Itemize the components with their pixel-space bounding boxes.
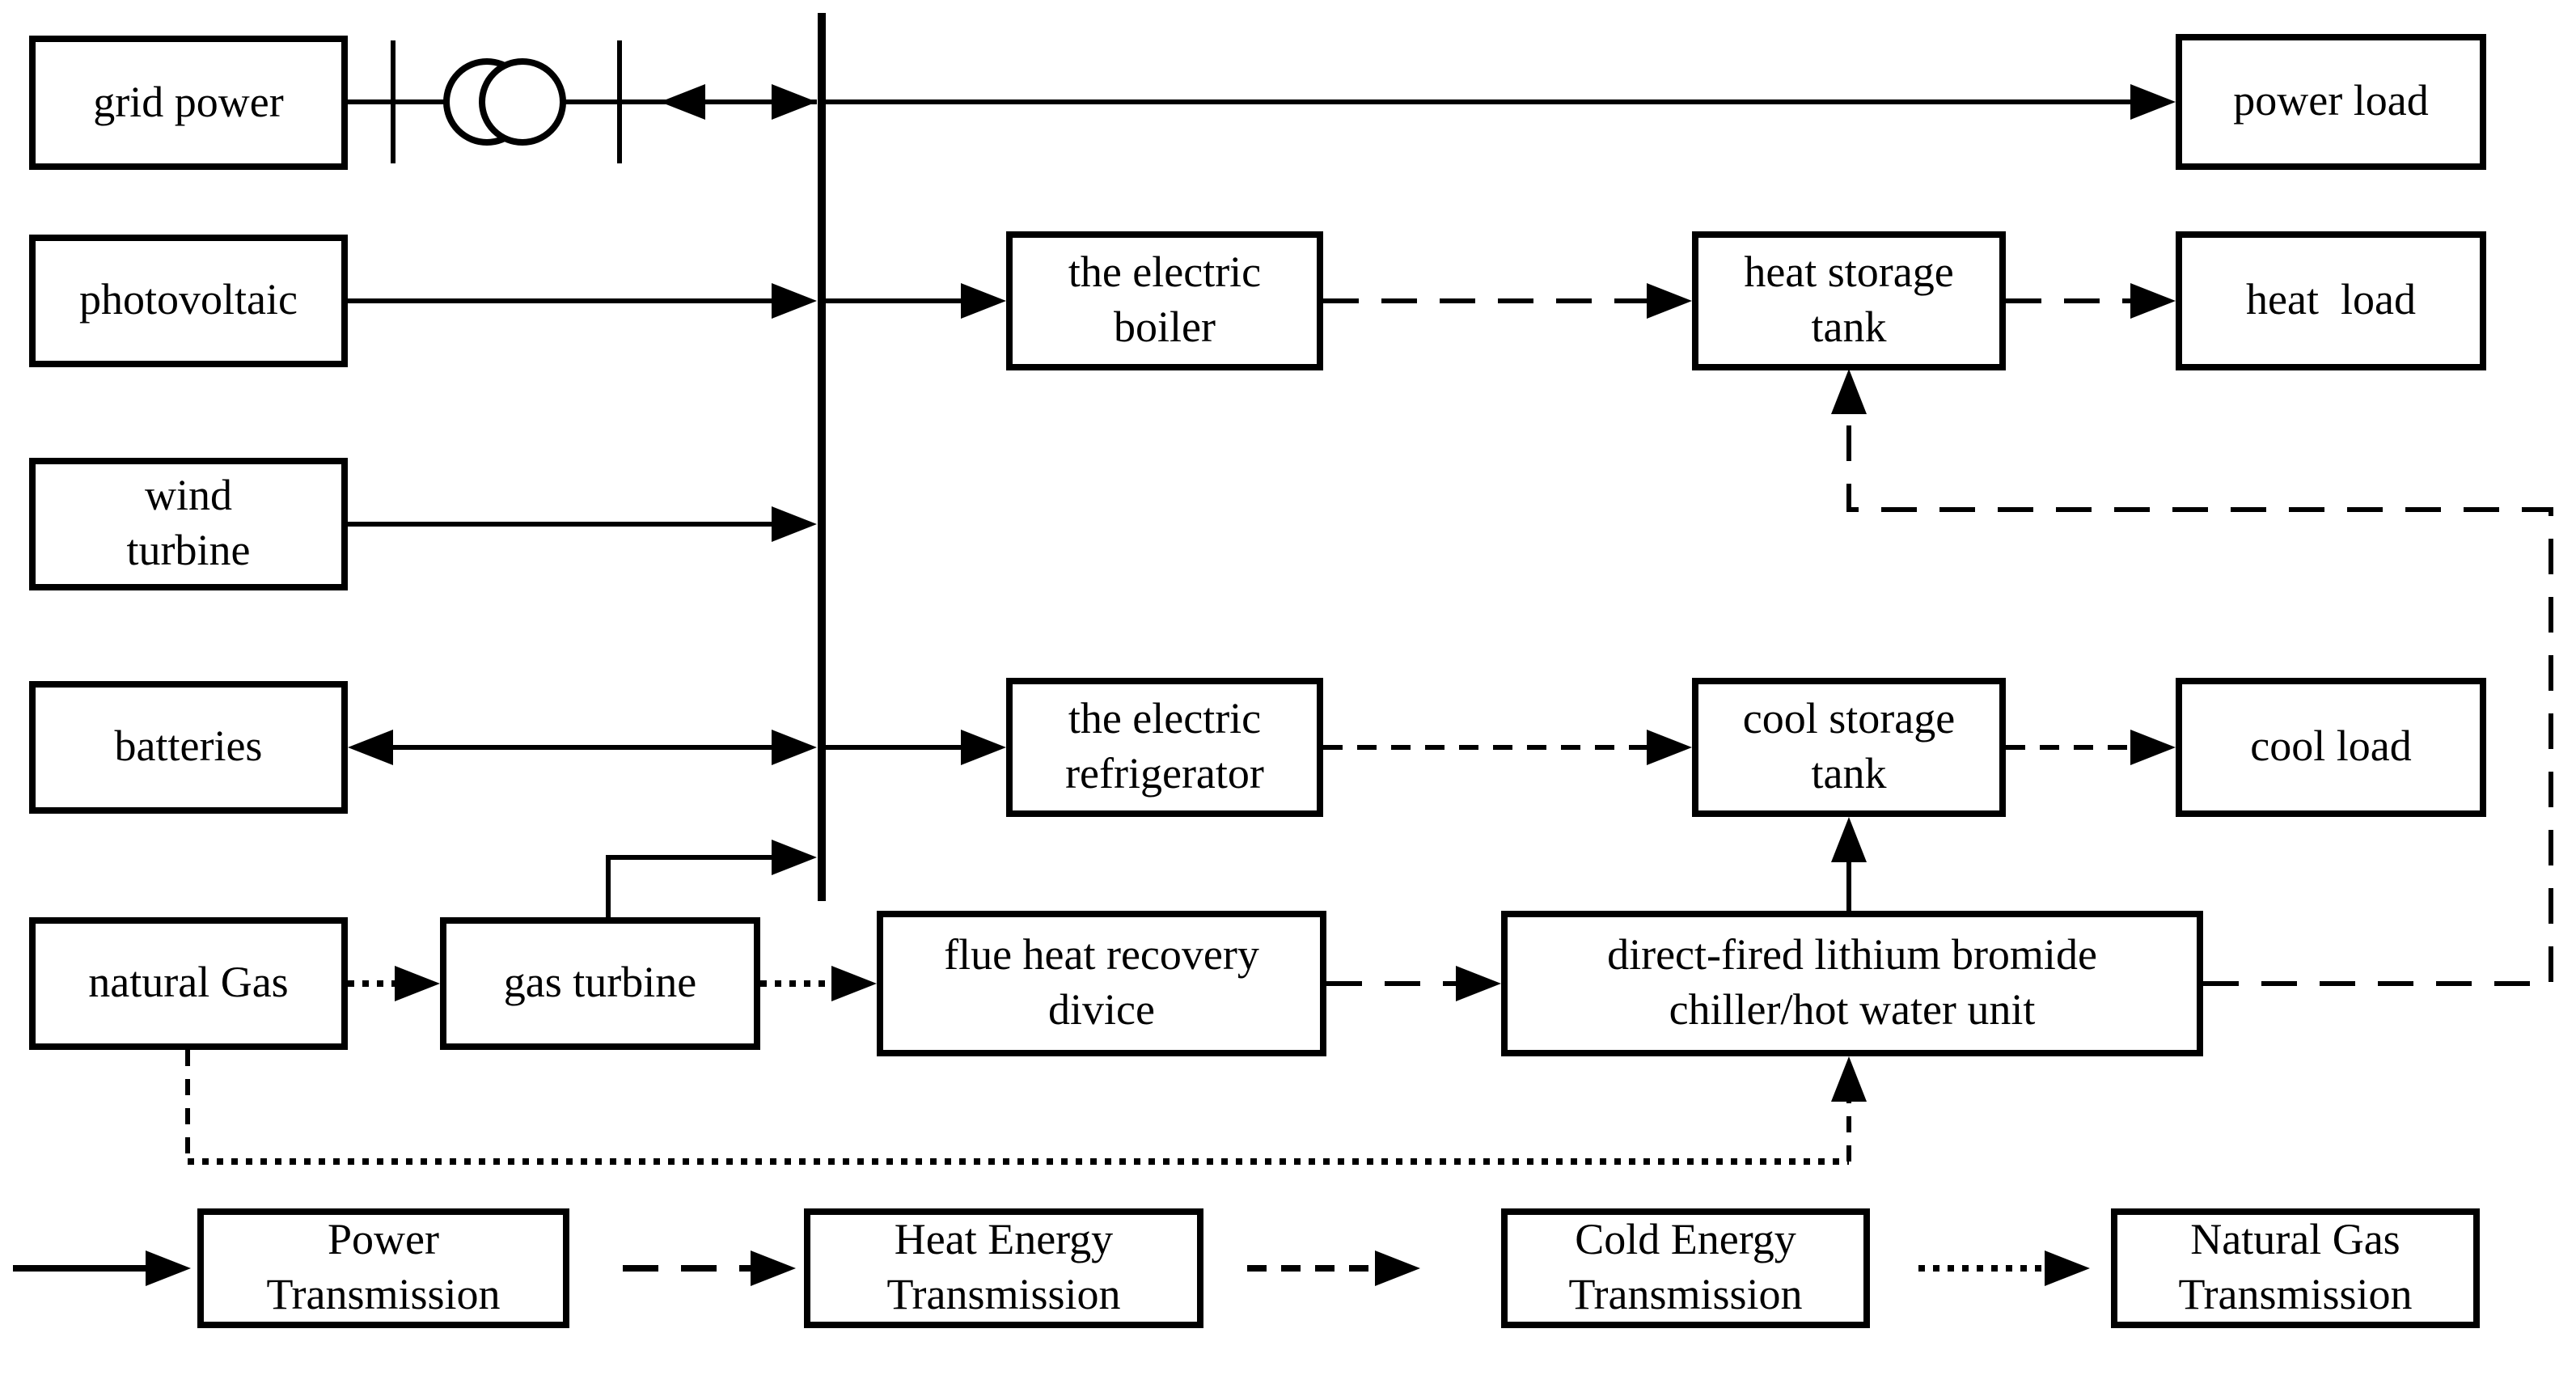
node-direct-fired-unit-label: direct-fired lithium bromide chiller/hot…	[1607, 930, 2097, 1035]
node-natural-gas-label: natural Gas	[88, 958, 289, 1007]
node-direct-fired-unit: direct-fired lithium bromide chiller/hot…	[1501, 911, 2203, 1056]
wire-natural-gas-to-gas-turbine	[348, 966, 440, 1001]
node-flue-heat-recovery: flue heat recovery divice	[877, 911, 1326, 1056]
legend-item-gas: Natural Gas Transmission	[2111, 1208, 2480, 1328]
wire-wind-turbine-to-bus	[348, 506, 817, 542]
node-photovoltaic-label: photovoltaic	[79, 275, 298, 324]
wire-boiler-to-heat-tank	[1323, 283, 1692, 319]
legend-item-cold: Cold Energy Transmission	[1501, 1208, 1870, 1328]
node-electric-boiler: the electric boiler	[1006, 231, 1323, 370]
legend-cold-arrow	[1247, 1250, 1420, 1286]
legend-item-heat: Heat Energy Transmission	[804, 1208, 1203, 1328]
node-grid-power: grid power	[29, 36, 348, 170]
wire-heat-tank-to-heat-load	[2006, 283, 2176, 319]
wire-gas-turbine-to-flue-device	[760, 966, 877, 1001]
node-wind-turbine-label: wind turbine	[126, 471, 251, 575]
node-cool-storage-tank-label: cool storage tank	[1742, 694, 1956, 798]
legend-item-gas-label: Natural Gas Transmission	[2178, 1215, 2413, 1319]
wire-cool-tank-to-cool-load	[2006, 730, 2176, 765]
legend-heat-arrow	[623, 1250, 796, 1286]
node-natural-gas: natural Gas	[29, 917, 348, 1050]
transformer-icon	[391, 40, 622, 163]
node-flue-heat-recovery-label: flue heat recovery divice	[944, 930, 1259, 1035]
wire-batteries-bus-bidirectional	[348, 730, 817, 765]
node-heat-storage-tank: heat storage tank	[1692, 231, 2006, 370]
node-electric-refrigerator: the electric refrigerator	[1006, 678, 1323, 817]
wire-direct-fired-to-heat-tank	[1831, 369, 2553, 986]
wire-gas-turbine-to-bus	[606, 840, 817, 917]
node-cool-storage-tank: cool storage tank	[1692, 678, 2006, 817]
node-cool-load-label: cool load	[2250, 722, 2412, 771]
node-grid-power-label: grid power	[93, 77, 284, 126]
node-wind-turbine: wind turbine	[29, 458, 348, 590]
node-batteries-label: batteries	[114, 722, 263, 771]
wire-bus-to-electric-boiler	[822, 283, 1006, 319]
wire-bus-to-power-load	[822, 84, 2176, 120]
node-batteries: batteries	[29, 681, 348, 814]
legend-item-cold-label: Cold Energy Transmission	[1568, 1215, 1803, 1319]
node-cool-load: cool load	[2176, 678, 2486, 817]
node-heat-load: heat load	[2176, 231, 2486, 370]
legend-gas-arrow	[1918, 1250, 2090, 1286]
node-electric-boiler-label: the electric boiler	[1068, 248, 1262, 352]
node-heat-load-label: heat load	[2246, 275, 2416, 324]
wire-natural-gas-to-direct-fired	[185, 1050, 1867, 1165]
node-heat-storage-tank-label: heat storage tank	[1744, 248, 1954, 352]
legend-item-power: Power Transmission	[197, 1208, 569, 1328]
wire-photovoltaic-to-bus	[348, 283, 817, 319]
wire-direct-fired-to-cool-tank	[1831, 817, 1867, 911]
legend-item-power-label: Power Transmission	[266, 1215, 501, 1319]
wire-flue-device-to-direct-fired	[1326, 966, 1501, 1001]
wire-bus-to-electric-refrigerator	[822, 730, 1006, 765]
node-power-load-label: power load	[2233, 76, 2429, 125]
node-gas-turbine: gas turbine	[440, 917, 760, 1050]
legend-power-arrow	[13, 1250, 191, 1286]
node-photovoltaic: photovoltaic	[29, 235, 348, 367]
wire-grid-to-bus	[348, 40, 817, 163]
wire-refrigerator-to-cool-tank	[1323, 730, 1692, 765]
node-electric-refrigerator-label: the electric refrigerator	[1065, 694, 1264, 798]
legend-item-heat-label: Heat Energy Transmission	[886, 1215, 1121, 1319]
node-power-load: power load	[2176, 34, 2486, 170]
node-gas-turbine-label: gas turbine	[503, 958, 697, 1007]
